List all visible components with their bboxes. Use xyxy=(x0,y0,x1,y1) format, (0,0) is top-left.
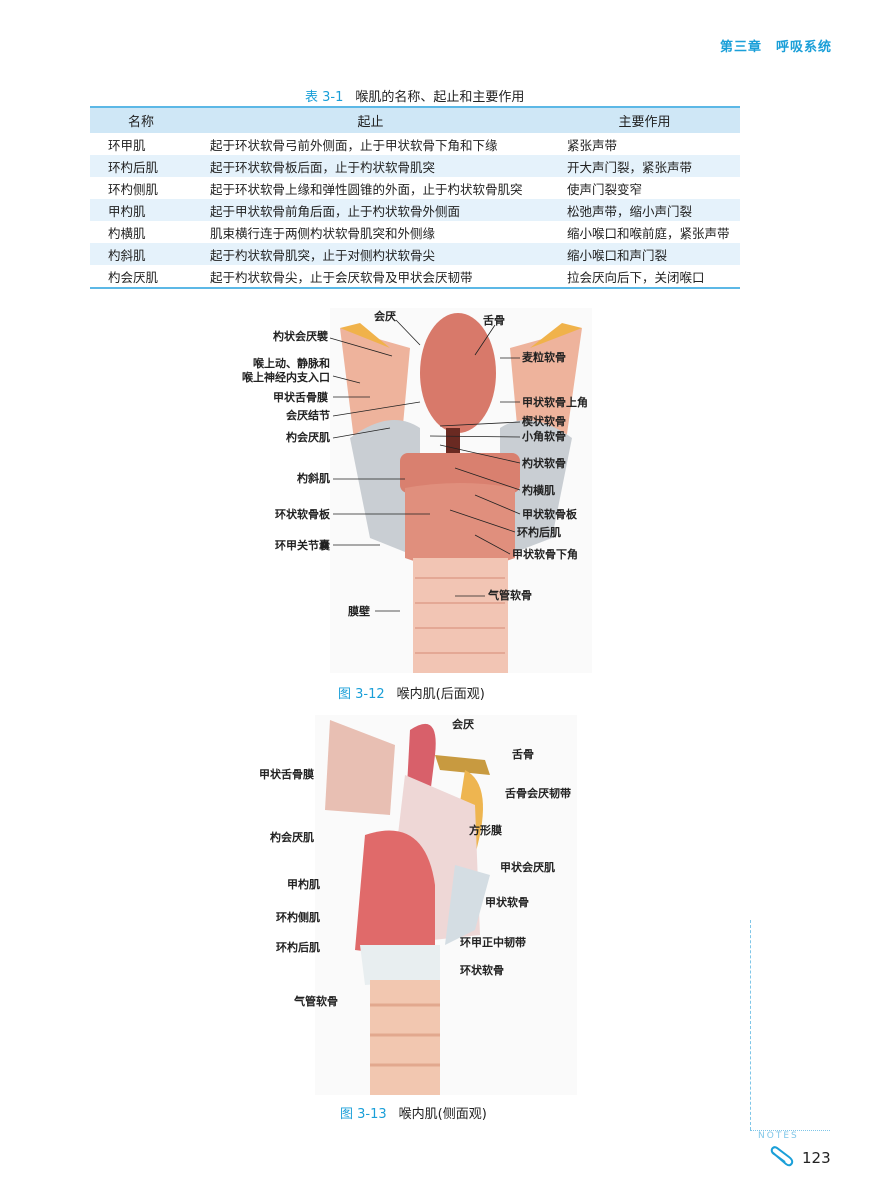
cell-origin: 起于甲状软骨前角后面，止于杓状软骨外侧面 xyxy=(210,203,461,219)
figure2-number: 图 3-13 xyxy=(340,1107,387,1122)
col-function: 主要作用 xyxy=(618,115,671,130)
label: 杓斜肌 xyxy=(297,472,330,485)
table-row: 环甲肌 起于环状软骨弓前外侧面，止于甲状软骨下角和下缘 紧张声带 xyxy=(90,133,740,155)
label: 杓状软骨 xyxy=(522,457,566,470)
label: 气管软骨 xyxy=(488,589,532,602)
label: 环甲关节囊 xyxy=(275,539,330,552)
label: 膜壁 xyxy=(348,605,370,618)
cell-name: 环杓后肌 xyxy=(108,159,159,175)
cell-name: 杓会厌肌 xyxy=(108,269,159,285)
cell-origin: 起于环状软骨板后面，止于杓状软骨肌突 xyxy=(210,159,436,175)
cell-origin: 起于环状软骨上缘和弹性圆锥的外面，止于杓状软骨肌突 xyxy=(210,181,523,197)
label: 环杓侧肌 xyxy=(276,911,320,924)
col-origin: 起止 xyxy=(357,115,384,130)
figure2-caption: 图 3-13 喉内肌(侧面观) xyxy=(340,1103,487,1122)
notes-divider xyxy=(750,920,751,1130)
notes-rule xyxy=(750,1130,830,1131)
label: 小角软骨 xyxy=(522,430,566,443)
label: 舌骨会厌韧带 xyxy=(505,787,571,800)
cell-origin: 起于杓状软骨尖，止于会厌软骨及甲状会厌韧带 xyxy=(210,269,473,285)
label: 会厌 xyxy=(374,310,396,323)
label: 杓横肌 xyxy=(522,484,555,497)
table-title: 喉肌的名称、起止和主要作用 xyxy=(355,90,525,105)
label: 杓会厌肌 xyxy=(286,431,330,444)
label: 麦粒软骨 xyxy=(522,351,566,364)
table-row: 环杓侧肌 起于环状软骨上缘和弹性圆锥的外面，止于杓状软骨肌突 使声门裂变窄 xyxy=(90,177,740,199)
label: 甲状软骨下角 xyxy=(512,548,578,561)
label: 方形膜 xyxy=(469,824,502,837)
table-row: 环杓后肌 起于环状软骨板后面，止于杓状软骨肌突 开大声门裂，紧张声带 xyxy=(90,155,740,177)
cell-name: 环甲肌 xyxy=(108,137,146,153)
label: 杓状会厌襞 xyxy=(273,330,328,343)
figure1-caption: 图 3-12 喉内肌(后面观) xyxy=(338,683,485,702)
figure-lateral-view-image xyxy=(315,715,577,1095)
label: 甲状舌骨膜 xyxy=(273,391,328,404)
cell-name: 环杓侧肌 xyxy=(108,181,159,197)
label: 甲状软骨 xyxy=(485,896,529,909)
label: 甲状舌骨膜 xyxy=(259,768,314,781)
cell-origin: 肌束横行连于两侧杓状软骨肌突和外侧缘 xyxy=(210,225,436,241)
cell-name: 杓斜肌 xyxy=(108,247,146,263)
cell-function: 缩小喉口和喉前庭，紧张声带 xyxy=(567,225,730,241)
figure2-title: 喉内肌(侧面观) xyxy=(398,1107,487,1122)
label: 环状软骨 xyxy=(460,964,504,977)
cell-function: 开大声门裂，紧张声带 xyxy=(567,159,693,175)
table-number: 表 3-1 xyxy=(305,90,344,105)
label: 环杓后肌 xyxy=(517,526,561,539)
col-name: 名称 xyxy=(127,115,154,130)
cell-function: 缩小喉口和声门裂 xyxy=(567,247,668,263)
cell-name: 杓横肌 xyxy=(108,225,146,241)
label: 会厌 xyxy=(452,718,474,731)
label: 舌骨 xyxy=(512,748,534,761)
cell-function: 松弛声带，缩小声门裂 xyxy=(567,203,693,219)
cell-origin: 起于环状软骨弓前外侧面，止于甲状软骨下角和下缘 xyxy=(210,137,498,153)
label: 环状软骨板 xyxy=(275,508,330,521)
muscle-table: 名称 起止 主要作用 环甲肌 起于环状软骨弓前外侧面，止于甲状软骨下角和下缘 紧张声… xyxy=(90,106,740,289)
chapter-header: 第三章 呼吸系统 xyxy=(720,40,833,55)
cell-function: 使声门裂变窄 xyxy=(567,181,643,197)
cell-name: 甲杓肌 xyxy=(108,203,146,219)
table-row: 杓斜肌 起于杓状软骨肌突，止于对侧杓状软骨尖 缩小喉口和声门裂 xyxy=(90,243,740,265)
label: 杓会厌肌 xyxy=(270,831,314,844)
label: 舌骨 xyxy=(483,314,505,327)
label: 气管软骨 xyxy=(294,995,338,1008)
label: 甲杓肌 xyxy=(287,878,320,891)
label: 环杓后肌 xyxy=(276,941,320,954)
label: 环甲正中韧带 xyxy=(460,936,526,949)
cell-function: 紧张声带 xyxy=(567,137,618,153)
table-row: 杓会厌肌 起于杓状软骨尖，止于会厌软骨及甲状会厌韧带 拉会厌向后下，关闭喉口 xyxy=(90,265,740,288)
label: 甲状软骨板 xyxy=(522,508,577,521)
table-header-row: 名称 起止 主要作用 xyxy=(90,107,740,133)
label: 甲状软骨上角 xyxy=(522,396,588,409)
figure1-number: 图 3-12 xyxy=(338,687,385,702)
cell-origin: 起于杓状软骨肌突，止于对侧杓状软骨尖 xyxy=(210,247,436,263)
label: 会厌结节 xyxy=(286,409,330,422)
label: 楔状软骨 xyxy=(522,415,566,428)
table-row: 甲杓肌 起于甲状软骨前角后面，止于杓状软骨外侧面 松弛声带，缩小声门裂 xyxy=(90,199,740,221)
figure1-title: 喉内肌(后面观) xyxy=(396,687,485,702)
label: 甲状会厌肌 xyxy=(500,861,555,874)
table-row: 杓横肌 肌束横行连于两侧杓状软骨肌突和外侧缘 缩小喉口和喉前庭，紧张声带 xyxy=(90,221,740,243)
page-number: 123 xyxy=(802,1149,831,1167)
table-caption: 表 3-1 喉肌的名称、起止和主要作用 xyxy=(305,86,524,105)
label: 喉上动、静脉和 xyxy=(253,357,330,370)
label: 喉上神经内支入口 xyxy=(242,371,330,384)
cell-function: 拉会厌向后下，关闭喉口 xyxy=(567,269,705,285)
figure-posterior-view-image xyxy=(330,308,592,673)
notes-label: NOTES xyxy=(758,1131,799,1141)
paperclip-icon xyxy=(770,1146,794,1167)
